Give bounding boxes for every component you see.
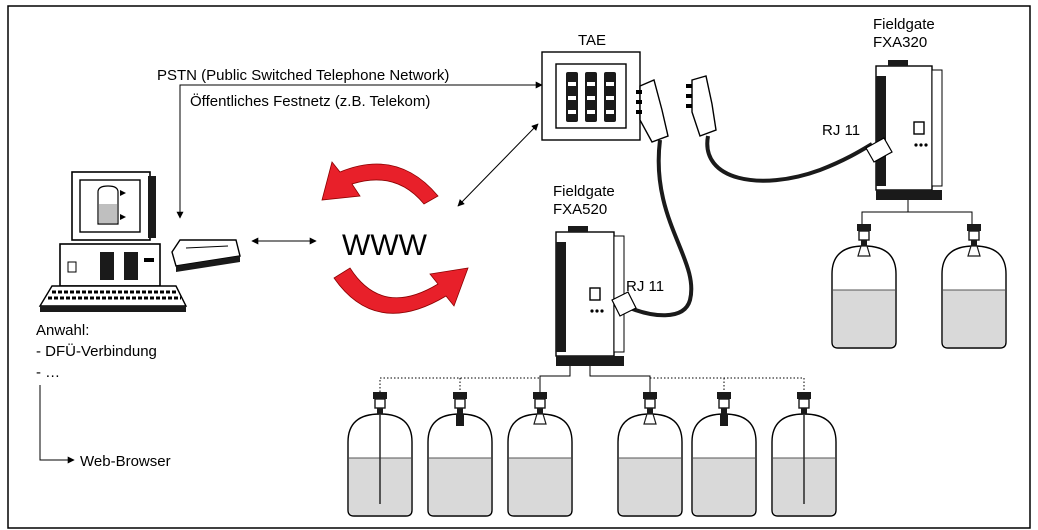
tank-icon [427, 413, 493, 517]
pstn-label-de: Öffentliches Festnetz (z.B. Telekom) [190, 92, 430, 110]
fieldgate-top-model: FXA320 [873, 34, 927, 51]
pstn-label-en: PSTN (Public Switched Telephone Network) [157, 67, 449, 84]
rj11-connector-icon [865, 137, 893, 163]
sensor-icon [533, 392, 547, 424]
fieldbus-lines [379, 366, 805, 392]
dial-title: Anwahl: [36, 322, 89, 339]
diagram-frame [7, 5, 1031, 529]
rj11-connector-icon [611, 291, 637, 317]
sensor-icon [452, 391, 468, 426]
tank-icon [941, 245, 1007, 349]
sensor-icon [967, 224, 981, 256]
sensor-icon [643, 392, 657, 424]
tae-label: TAE [578, 32, 606, 49]
web-browser-arrow [39, 385, 75, 464]
modem-icon [171, 239, 241, 272]
fieldgate-mid-model: FXA520 [553, 201, 607, 218]
www-label: WWW [342, 229, 428, 262]
tank-icon [831, 245, 897, 349]
fieldgate-device-icon [555, 226, 625, 366]
phone-cable [705, 135, 874, 183]
internet-cycle-icon [321, 161, 469, 314]
tae-socket-icon [541, 51, 641, 141]
tank-icon [691, 413, 757, 517]
pstn-connection-line [176, 84, 530, 219]
www-tae-arrow [457, 123, 539, 207]
tank-icon [617, 413, 683, 517]
phone-cable [629, 139, 694, 318]
web-browser-label: Web-Browser [80, 453, 171, 470]
fieldgate-device-icon [875, 60, 943, 200]
dial-item-2: - … [36, 364, 60, 381]
tae-plug-icon [686, 75, 717, 137]
tank-icon [507, 413, 573, 517]
dial-item-1: - DFÜ-Verbindung [36, 342, 157, 360]
sensor-icon [857, 224, 871, 256]
fieldgate-mid-name: Fieldgate [553, 183, 615, 200]
rj11-label-mid: RJ 11 [626, 278, 664, 295]
rj11-label-top: RJ 11 [822, 122, 860, 139]
computer-icon [38, 171, 188, 312]
fieldgate-top-name: Fieldgate [873, 16, 935, 33]
sensor-icon [716, 391, 732, 426]
tae-plug-icon [636, 79, 669, 143]
